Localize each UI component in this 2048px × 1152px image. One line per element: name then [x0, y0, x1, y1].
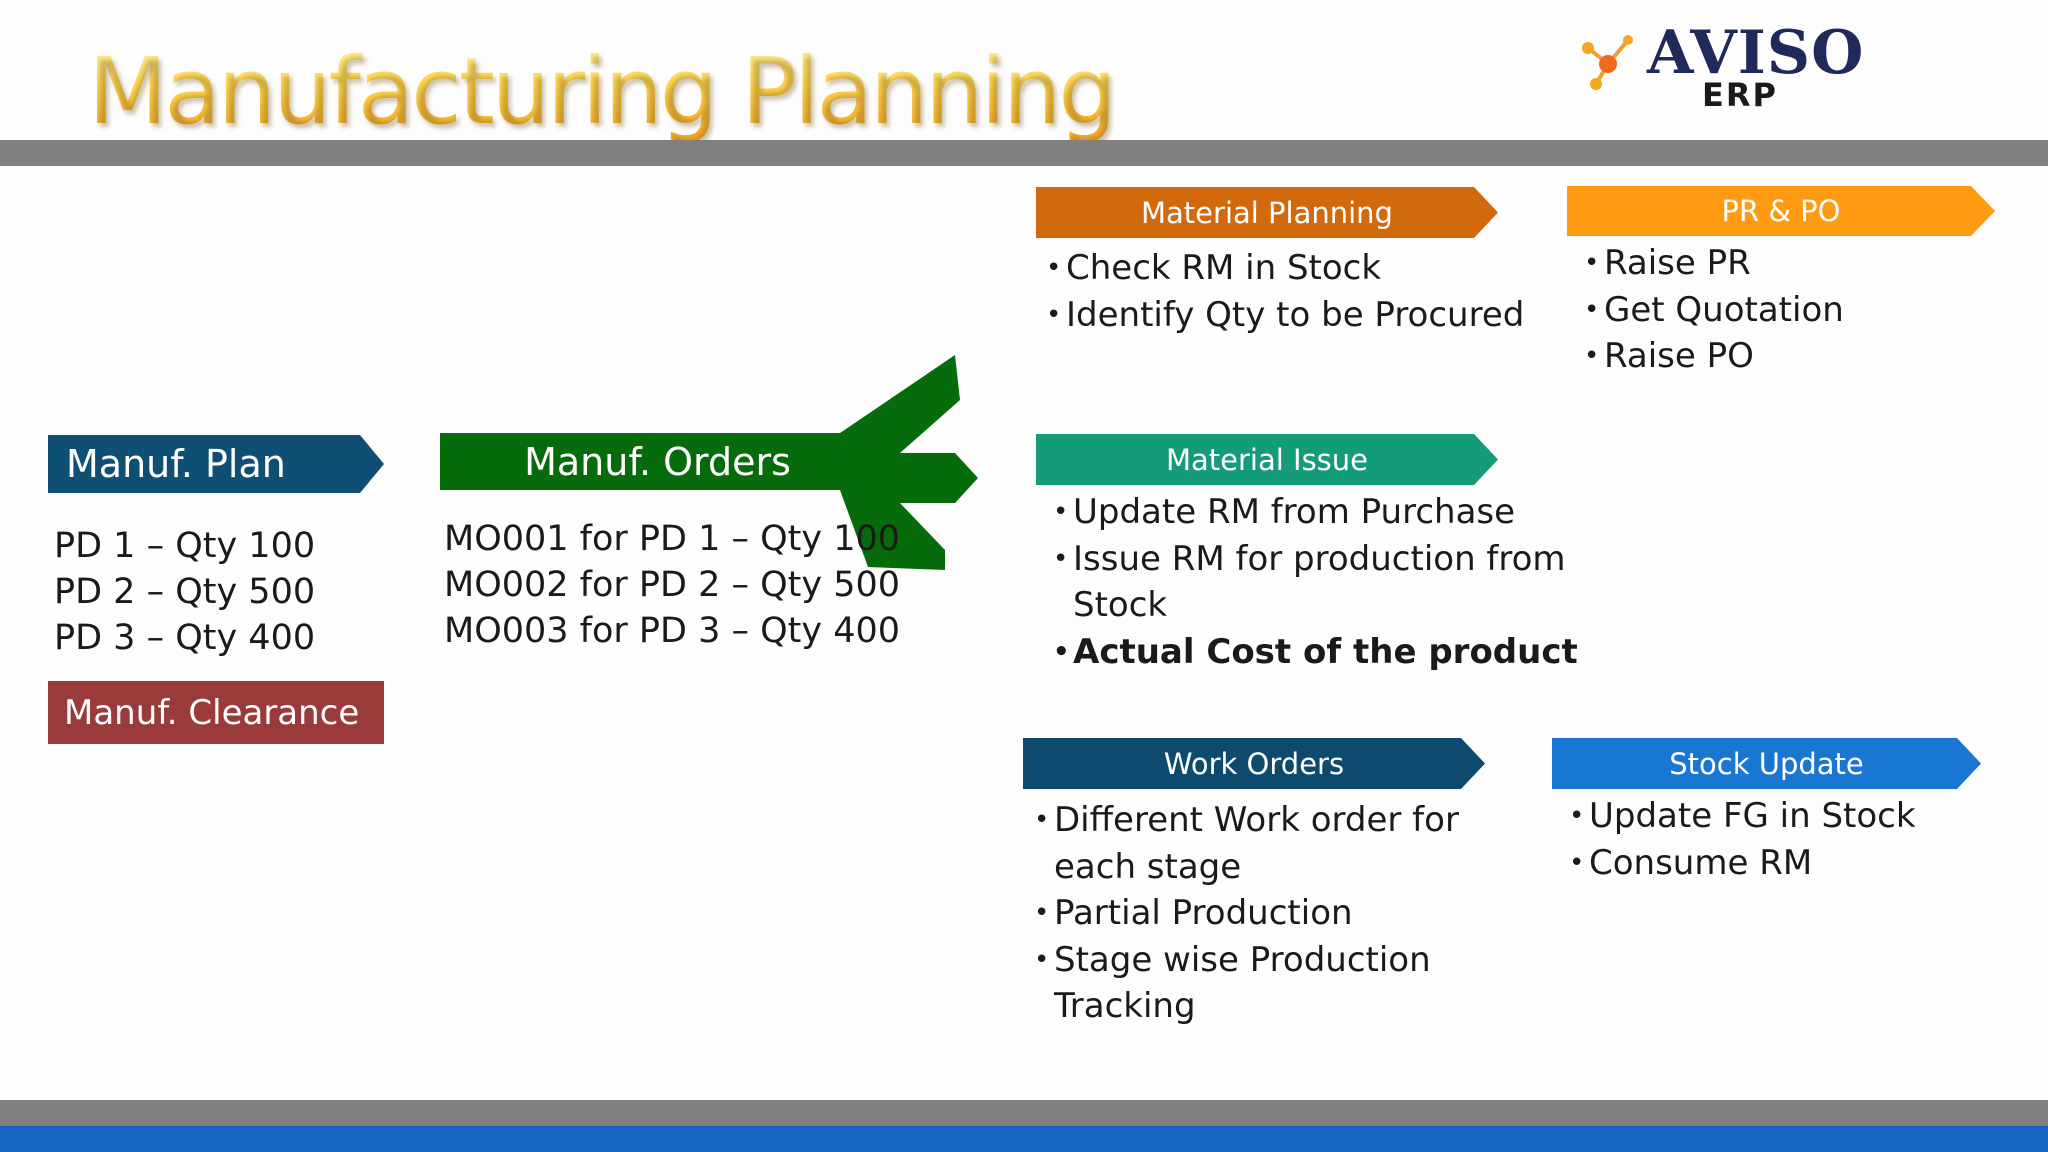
manuf-plan-header: Manuf. Plan	[48, 435, 384, 493]
list-item: MO002 for PD 2 – Qty 500	[444, 565, 901, 605]
page-title: Manufacturing Planning	[88, 38, 1117, 145]
list-item: Consume RM	[1569, 840, 1916, 887]
list-item: Identify Qty to be Procured	[1046, 292, 1524, 339]
list-item: Actual Cost of the product	[1053, 629, 1578, 676]
manuf-orders-header: Manuf. Orders	[524, 440, 791, 484]
manuf-orders-branch-arrow	[440, 355, 978, 570]
logo-subtitle: ERP	[1702, 76, 1778, 114]
manuf-orders-list: MO001 for PD 1 – Qty 100 MO002 for PD 2 …	[444, 516, 900, 654]
list-item: Update FG in Stock	[1569, 793, 1916, 840]
list-item-continuation: each stage	[1054, 846, 1242, 887]
stock-update-header: Stock Update	[1552, 738, 1981, 789]
bottom-gray-bar	[0, 1100, 2048, 1126]
list-item-continuation: Tracking	[1054, 986, 1196, 1026]
work-orders-list: Different Work order for each stage Part…	[1034, 797, 1459, 1030]
list-item: Issue RM for production from	[1053, 536, 1578, 583]
top-divider-bar	[0, 140, 2048, 166]
bottom-blue-bar	[0, 1126, 2048, 1152]
list-item: PD 2 – Qty 500	[54, 572, 316, 612]
pr-po-header: PR & PO	[1567, 186, 1995, 236]
logo-name: AVISO	[1647, 18, 1865, 88]
pr-po-list: Raise PR Get Quotation Raise PO	[1584, 240, 1844, 380]
material-planning-list: Check RM in Stock Identify Qty to be Pro…	[1046, 245, 1524, 338]
list-item: PD 1 – Qty 100	[54, 526, 316, 566]
manuf-plan-list: PD 1 – Qty 100 PD 2 – Qty 500 PD 3 – Qty…	[54, 523, 315, 661]
material-issue-header: Material Issue	[1036, 434, 1498, 485]
stock-update-list: Update FG in Stock Consume RM	[1569, 793, 1916, 886]
list-item: Raise PR	[1584, 240, 1844, 287]
list-item-continuation: Stock	[1073, 585, 1168, 625]
list-item: Partial Production	[1034, 890, 1459, 937]
list-item: Raise PO	[1584, 333, 1844, 380]
manuf-clearance-box: Manuf. Clearance	[48, 681, 384, 744]
list-item: MO003 for PD 3 – Qty 400	[444, 611, 901, 651]
list-item: Different Work order for	[1034, 797, 1459, 844]
list-item: Update RM from Purchase	[1053, 489, 1578, 536]
aviso-logo-icon	[1582, 35, 1633, 90]
list-item: Stage wise Production	[1034, 937, 1459, 984]
material-issue-list: Update RM from Purchase Issue RM for pro…	[1053, 489, 1578, 675]
material-planning-header: Material Planning	[1036, 187, 1498, 238]
work-orders-header: Work Orders	[1023, 738, 1485, 789]
list-item: Get Quotation	[1584, 287, 1844, 334]
list-item: Check RM in Stock	[1046, 245, 1524, 292]
list-item: MO001 for PD 1 – Qty 100	[444, 519, 901, 559]
list-item: PD 3 – Qty 400	[54, 618, 316, 658]
